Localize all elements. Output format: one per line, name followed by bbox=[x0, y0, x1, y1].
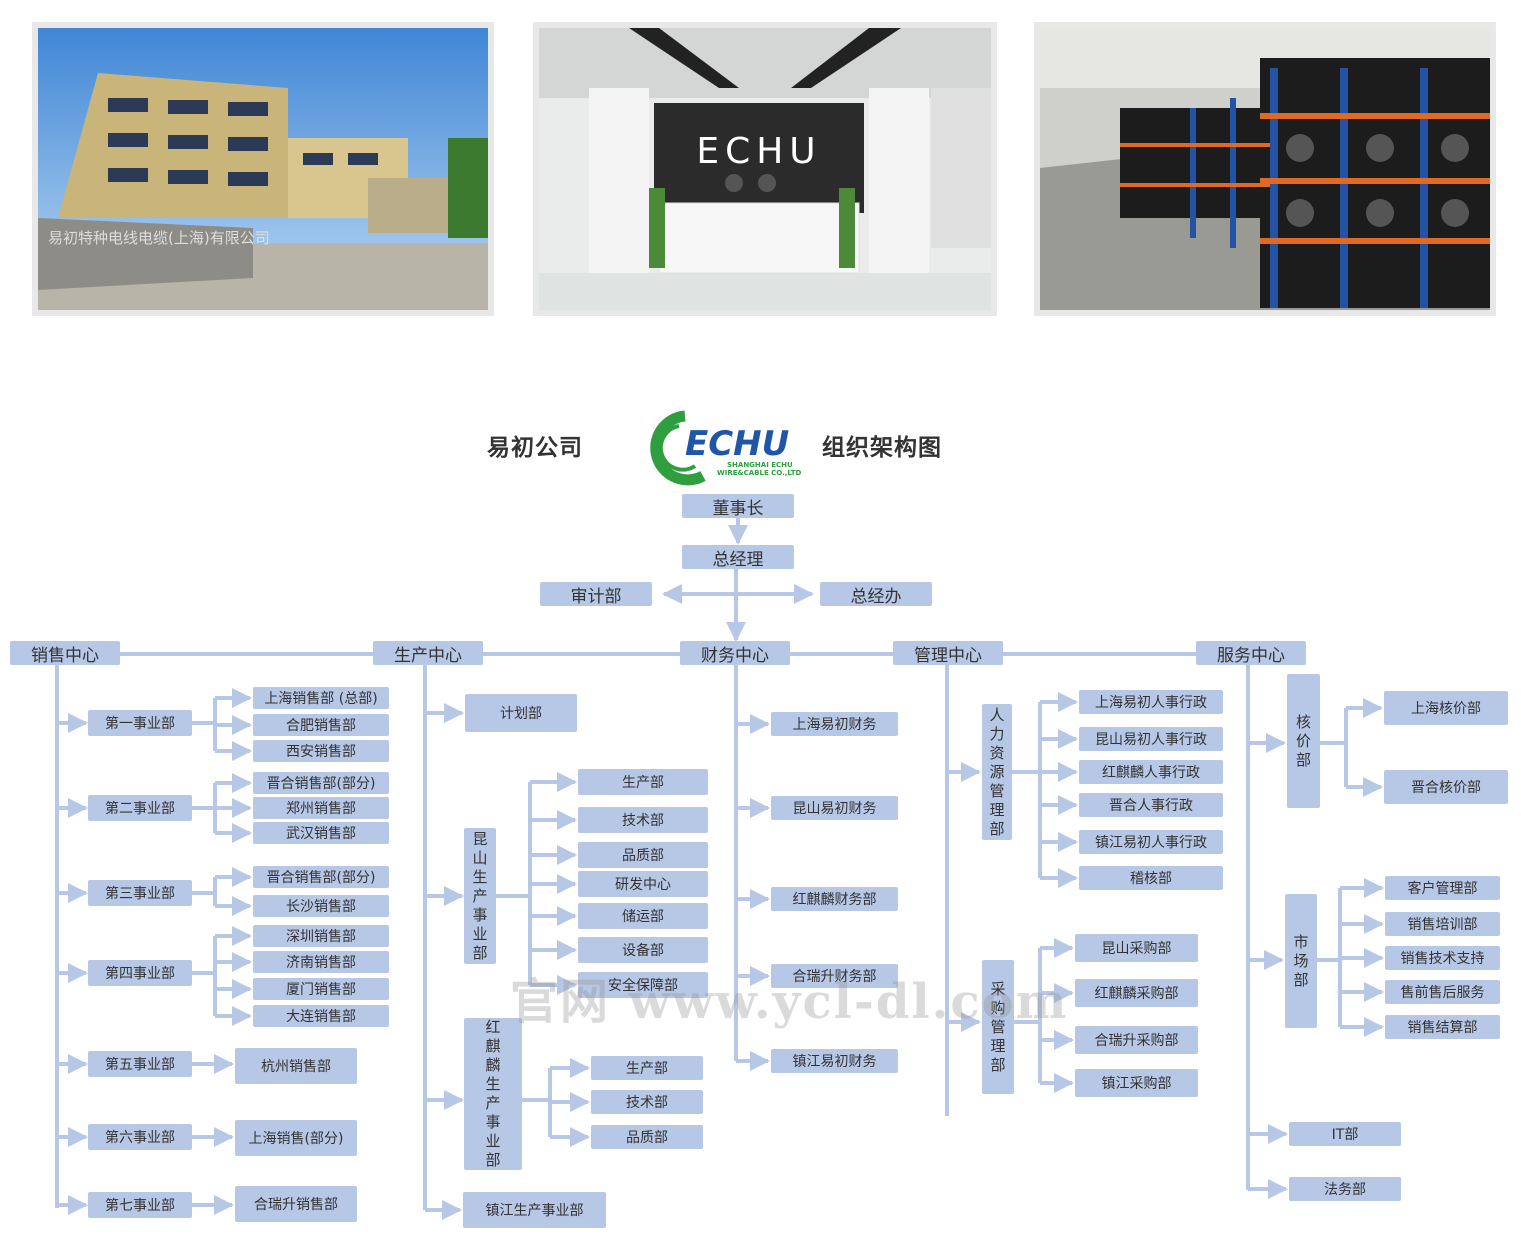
node-prod-kunshan: 昆山生产事业部 bbox=[464, 828, 496, 964]
node-svc-market-sub-2: 销售技术支持 bbox=[1385, 946, 1500, 970]
node-mgmt-purchase-sub-3: 镇江采购部 bbox=[1075, 1069, 1198, 1097]
node-sales-sub-0-1: 合肥销售部 bbox=[253, 714, 389, 736]
node-svc-pricing-sub-1: 晋合核价部 bbox=[1384, 770, 1508, 804]
node-sales-sub-0-2: 西安销售部 bbox=[253, 740, 389, 762]
photo-warehouse bbox=[1034, 22, 1496, 316]
node-svc-pricing-sub-0: 上海核价部 bbox=[1384, 691, 1508, 725]
node-mgmt-hr-sub-4: 镇江易初人事行政 bbox=[1079, 830, 1223, 854]
node-svc-market: 市场部 bbox=[1285, 894, 1317, 1028]
node-finance-4: 镇江易初财务 bbox=[771, 1049, 898, 1073]
node-svc-it: IT部 bbox=[1289, 1122, 1401, 1146]
node-sales-sub-3-1: 济南销售部 bbox=[253, 951, 389, 973]
photo-factory: 易初特种电线电缆(上海)有限公司 bbox=[32, 22, 494, 316]
echu-logo: ECHU SHANGHAI ECHU WIRE&CABLE CO.,LTD bbox=[650, 410, 802, 486]
node-sales-sub-2-1: 长沙销售部 bbox=[253, 895, 389, 917]
node-center-1: 生产中心 bbox=[373, 641, 483, 666]
node-sales-div-5: 第六事业部 bbox=[88, 1124, 192, 1150]
node-gm-office: 总经办 bbox=[820, 582, 932, 607]
node-sales-sub-0-0: 上海销售部 (总部) bbox=[253, 687, 389, 709]
node-sales-div-0: 第一事业部 bbox=[88, 710, 192, 736]
node-sales-sub-3-0: 深圳销售部 bbox=[253, 925, 389, 947]
node-prod-kunshan-sub-3: 研发中心 bbox=[578, 871, 708, 897]
node-sales-sub-5-0: 上海销售(部分) bbox=[235, 1120, 357, 1156]
watermark: 官网 www.ycl-dl.com bbox=[510, 974, 1069, 1030]
photo-lobby: ECHU bbox=[533, 22, 997, 316]
node-prod-hongqilin-sub-0: 生产部 bbox=[591, 1056, 703, 1080]
node-sales-div-3: 第四事业部 bbox=[88, 960, 192, 986]
node-svc-legal: 法务部 bbox=[1289, 1177, 1401, 1201]
node-mgmt-hr-sub-2: 红麒麟人事行政 bbox=[1079, 760, 1223, 784]
node-prod-hongqilin: 红麒麟生产事业部 bbox=[464, 1018, 522, 1170]
node-prod-kunshan-sub-2: 品质部 bbox=[578, 842, 708, 868]
node-prod-kunshan-sub-1: 技术部 bbox=[578, 807, 708, 833]
node-sales-sub-3-2: 厦门销售部 bbox=[253, 978, 389, 1000]
node-sales-sub-3-3: 大连销售部 bbox=[253, 1005, 389, 1027]
node-center-2: 财务中心 bbox=[680, 641, 790, 666]
node-prod-kunshan-sub-4: 储运部 bbox=[578, 903, 708, 929]
node-prod-kunshan-sub-5: 设备部 bbox=[578, 937, 708, 963]
node-prod-kunshan-sub-0: 生产部 bbox=[578, 769, 708, 795]
node-mgmt-hr-sub-5: 稽核部 bbox=[1079, 866, 1223, 890]
factory-sign-text: 易初特种电线电缆(上海)有限公司 bbox=[48, 229, 270, 247]
node-gm: 总经理 bbox=[682, 545, 794, 570]
node-svc-market-sub-3: 售前售后服务 bbox=[1385, 980, 1500, 1004]
node-prod-zhenjiang: 镇江生产事业部 bbox=[463, 1192, 606, 1228]
node-finance-3: 合瑞升财务部 bbox=[771, 964, 898, 988]
node-prod-kunshan-sub-6: 安全保障部 bbox=[578, 972, 708, 998]
node-prod-hongqilin-sub-2: 品质部 bbox=[591, 1125, 703, 1149]
logo-main-text: ECHU bbox=[685, 424, 789, 464]
node-mgmt-hr-sub-1: 昆山易初人事行政 bbox=[1079, 727, 1223, 751]
node-mgmt-purchase-sub-1: 红麒麟采购部 bbox=[1075, 979, 1198, 1007]
node-sales-sub-6-0: 合瑞升销售部 bbox=[235, 1186, 357, 1222]
node-mgmt-hr-sub-3: 晋合人事行政 bbox=[1079, 793, 1223, 817]
logo-sub1-text: SHANGHAI ECHU bbox=[727, 461, 793, 469]
node-audit: 审计部 bbox=[540, 582, 652, 607]
node-sales-div-1: 第二事业部 bbox=[88, 795, 192, 821]
node-finance-0: 上海易初财务 bbox=[771, 712, 898, 736]
node-sales-sub-2-0: 晋合销售部(部分) bbox=[253, 866, 389, 888]
node-mgmt-purchase: 采购管理部 bbox=[982, 960, 1014, 1094]
node-mgmt-hr: 人力资源管理部 bbox=[982, 704, 1012, 840]
node-prod-plan: 计划部 bbox=[465, 694, 577, 732]
node-prod-hongqilin-sub-1: 技术部 bbox=[591, 1090, 703, 1114]
node-center-3: 管理中心 bbox=[893, 641, 1003, 666]
node-sales-div-4: 第五事业部 bbox=[88, 1051, 192, 1077]
lobby-logo-text: ECHU bbox=[696, 131, 821, 172]
node-sales-div-2: 第三事业部 bbox=[88, 880, 192, 906]
node-chairman: 董事长 bbox=[682, 494, 794, 519]
logo-sub2-text: WIRE&CABLE CO.,LTD bbox=[717, 469, 802, 477]
node-finance-2: 红麒麟财务部 bbox=[771, 887, 898, 911]
node-center-0: 销售中心 bbox=[10, 641, 120, 666]
node-center-4: 服务中心 bbox=[1196, 641, 1306, 666]
node-sales-sub-1-0: 晋合销售部(部分) bbox=[253, 772, 389, 794]
node-sales-sub-1-1: 郑州销售部 bbox=[253, 797, 389, 819]
node-svc-market-sub-1: 销售培训部 bbox=[1385, 912, 1500, 936]
node-svc-pricing: 核价部 bbox=[1287, 674, 1320, 808]
node-sales-sub-4-0: 杭州销售部 bbox=[235, 1048, 357, 1084]
node-svc-market-sub-4: 销售结算部 bbox=[1385, 1015, 1500, 1039]
node-sales-sub-1-2: 武汉销售部 bbox=[253, 822, 389, 844]
chart-title: 组织架构图 bbox=[822, 435, 942, 461]
node-finance-1: 昆山易初财务 bbox=[771, 796, 898, 820]
node-mgmt-purchase-sub-0: 昆山采购部 bbox=[1075, 934, 1198, 962]
node-mgmt-purchase-sub-2: 合瑞升采购部 bbox=[1075, 1026, 1198, 1054]
company-title: 易初公司 bbox=[487, 435, 583, 461]
node-mgmt-hr-sub-0: 上海易初人事行政 bbox=[1079, 690, 1223, 714]
node-svc-market-sub-0: 客户管理部 bbox=[1385, 876, 1500, 900]
node-sales-div-6: 第七事业部 bbox=[88, 1192, 192, 1218]
